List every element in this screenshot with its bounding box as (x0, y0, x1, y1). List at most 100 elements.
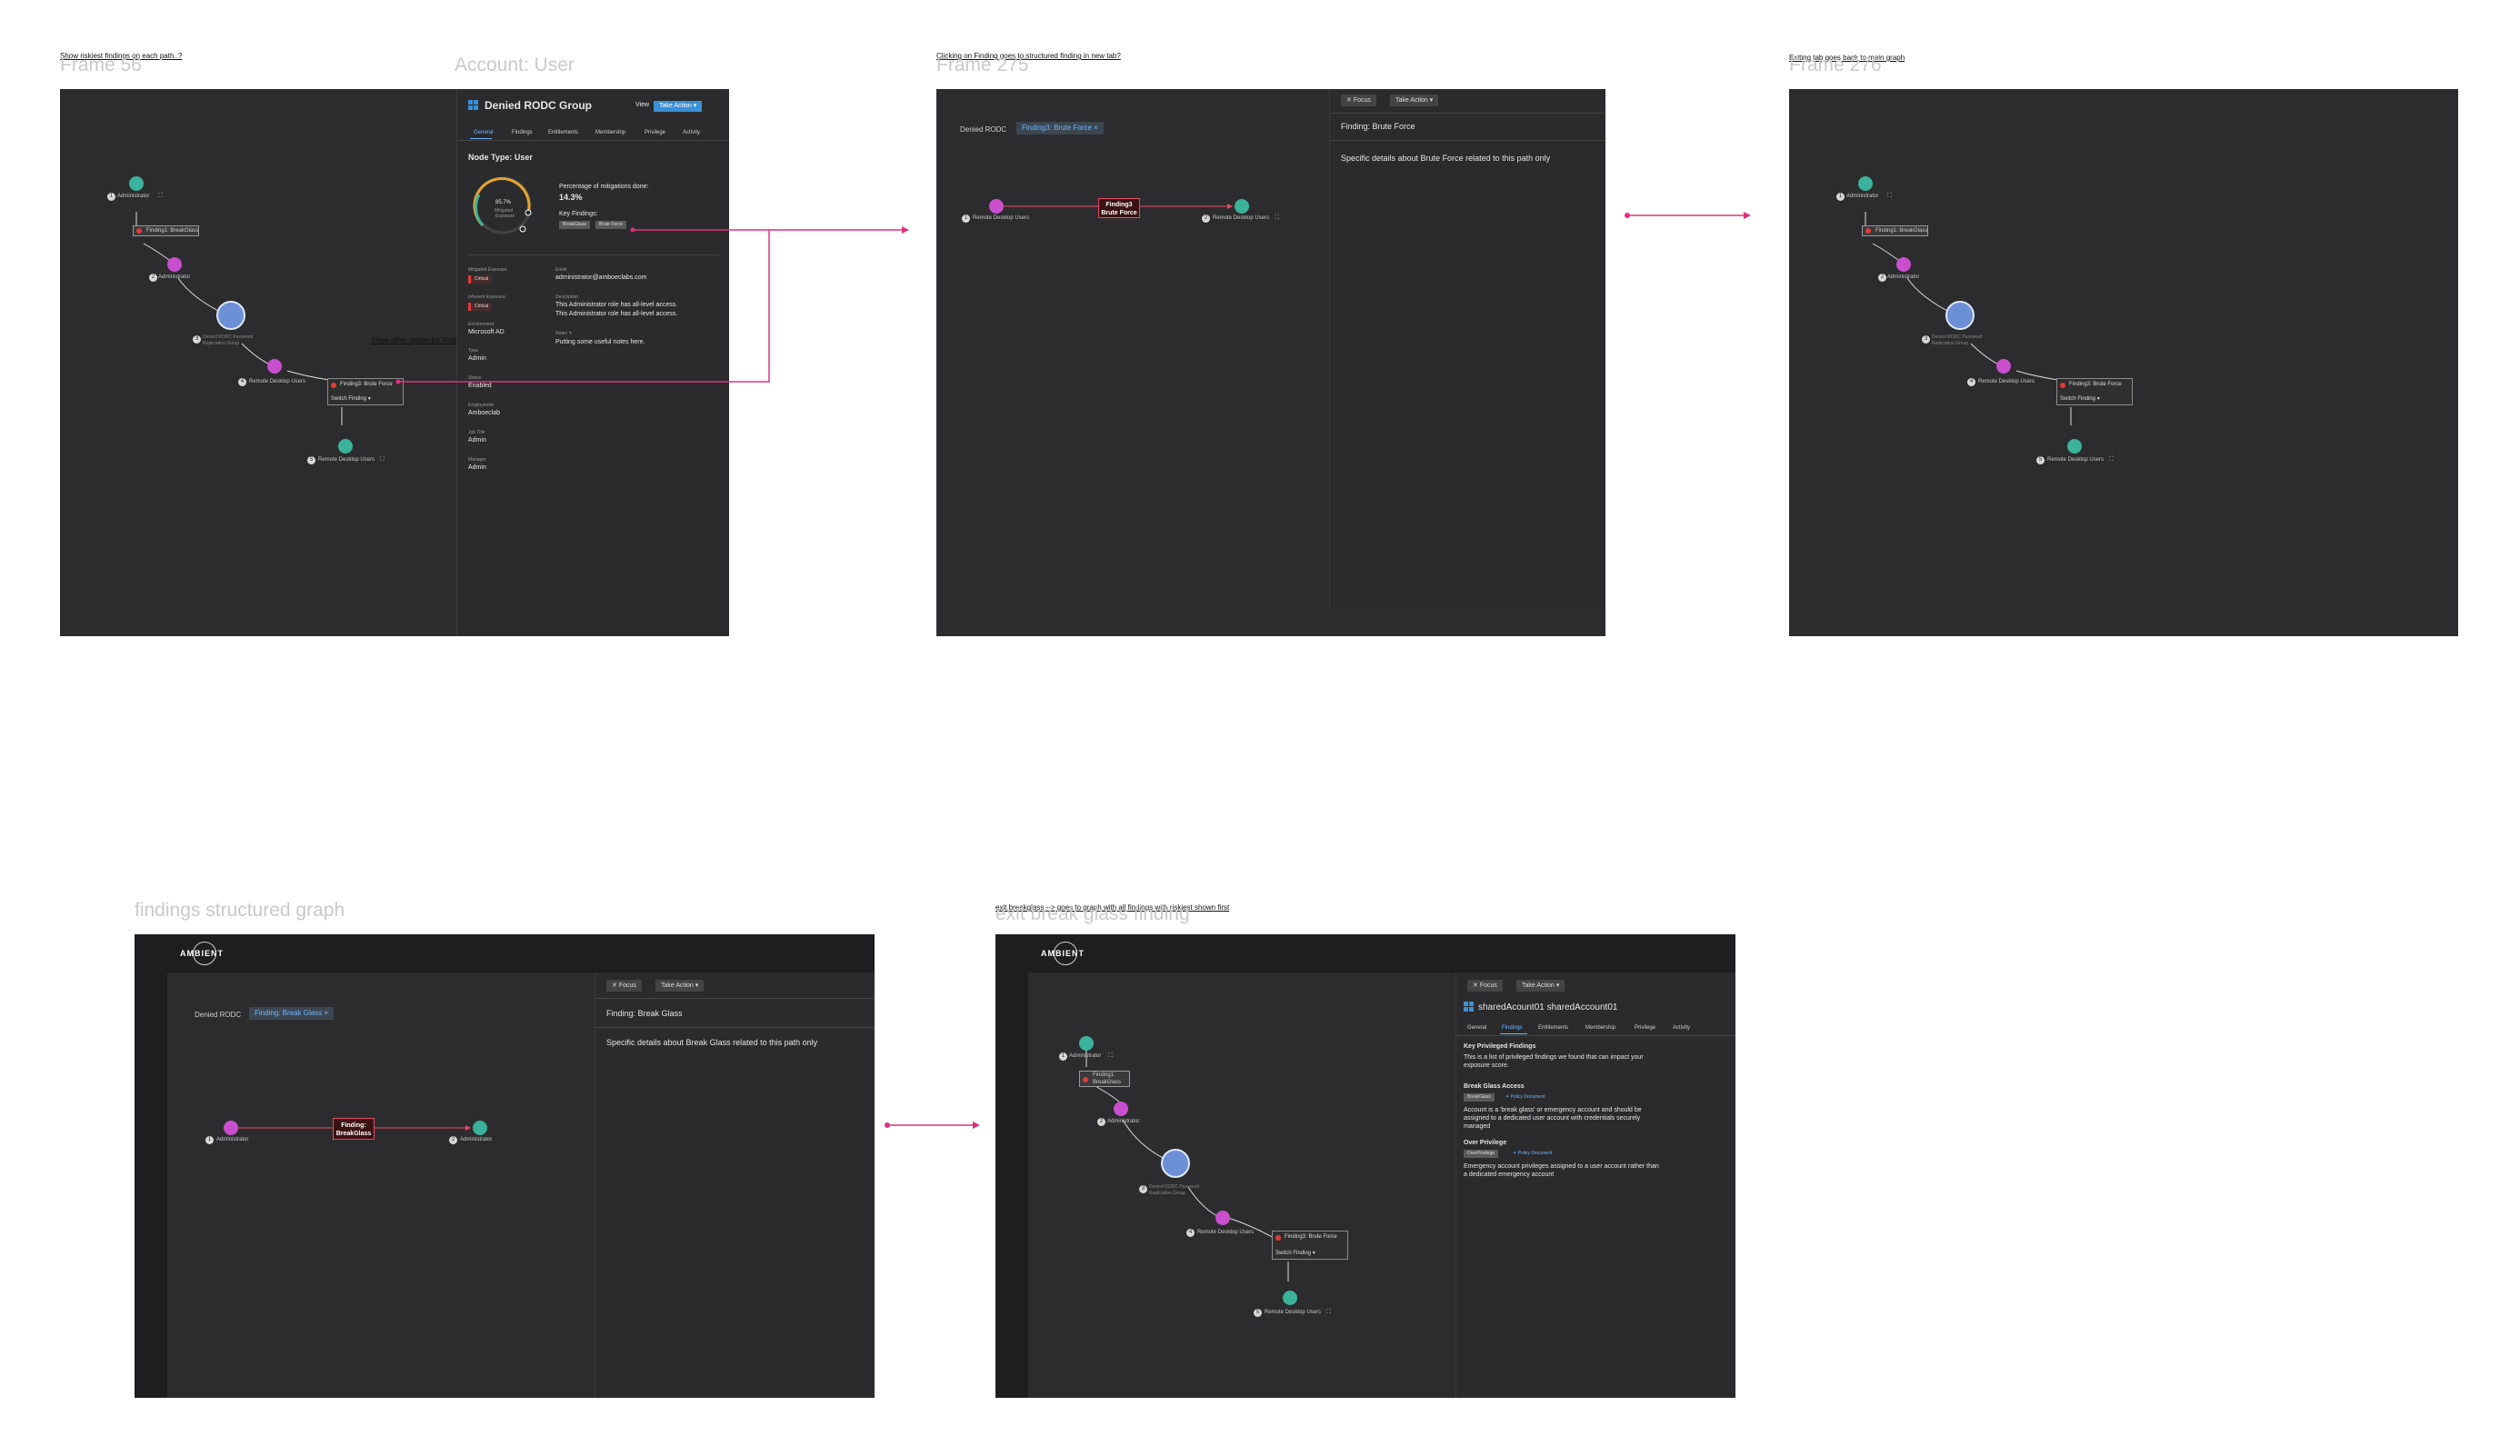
rdu-node-icon[interactable] (1283, 1291, 1297, 1305)
user-node-icon[interactable] (216, 301, 245, 330)
view-button[interactable]: View (635, 102, 650, 108)
group-node-icon[interactable] (1215, 1211, 1230, 1225)
bga-desc-1: Account is a 'break glass' or emergency … (1464, 1107, 1642, 1113)
tab-membership[interactable]: Membership (595, 130, 626, 135)
user-node-icon[interactable] (1945, 301, 1975, 330)
rdu-node-icon[interactable] (338, 439, 353, 454)
alert-dot-icon (1275, 1235, 1281, 1241)
take-action-button[interactable]: Take Action ▾ (1516, 980, 1565, 992)
switch-finding-box[interactable]: Finding3: Brute Force Switch Finding ▾ (327, 378, 404, 405)
graph-edges (1004, 204, 1233, 209)
focus-button[interactable]: ✕ Focus (1467, 980, 1503, 992)
group-node-icon[interactable] (167, 257, 182, 272)
node-label-rdu-2: Remote Desktop Users (1213, 215, 1270, 221)
op-heading: Over Privilege (1464, 1140, 1507, 1146)
switch-finding-button[interactable]: Switch Finding (1275, 1251, 1312, 1256)
alert-dot-icon (331, 383, 336, 388)
take-action-button[interactable]: Take Action ▾ (654, 101, 703, 112)
admin-node-icon[interactable] (1079, 1036, 1094, 1051)
tab-entitlements[interactable]: Entitlements (1538, 1025, 1569, 1031)
bga-desc-2: assigned to a dedicated user account wit… (1464, 1115, 1641, 1122)
key-finding-chip-bruteforce[interactable]: Brute Force (595, 221, 627, 229)
expand-icon[interactable]: ⛶ (2109, 455, 2114, 463)
switch-finding-box[interactable]: Finding3: Brute Force Switch Finding ▾ (1272, 1231, 1348, 1260)
tab-general[interactable]: General (474, 130, 494, 135)
frame-label-275: Frame 275 (936, 55, 1029, 75)
close-icon[interactable]: × (324, 1009, 329, 1017)
expand-icon[interactable]: ⛶ (380, 455, 385, 463)
expand-icon[interactable]: ⛶ (1108, 1052, 1113, 1059)
expand-icon[interactable]: ⛶ (158, 192, 163, 199)
inherent-exposure-label: Inherent Exposure (468, 294, 505, 300)
finding-pill-breakglass[interactable]: Finding1: BreakGlass (133, 225, 200, 236)
focus-button[interactable]: ✕ Focus (1341, 95, 1376, 106)
breadcrumb[interactable]: Denied RODC (195, 1011, 242, 1019)
policy-document-link-2[interactable]: ⚭ Policy Document (1513, 1151, 1553, 1156)
manager-label: Manager (468, 457, 486, 463)
breadcrumb-tab[interactable]: Finding: Break Glass × (249, 1007, 335, 1020)
tab-privilege[interactable]: Privilege (645, 130, 666, 135)
expand-icon[interactable]: ⛶ (1275, 214, 1279, 221)
group-node-icon[interactable] (1114, 1102, 1128, 1116)
expand-icon[interactable]: ⛶ (1887, 192, 1892, 199)
take-action-button[interactable]: Take Action ▾ (1390, 95, 1439, 106)
annotation-exiting-tab: Exiting tab goes back to main graph (1789, 54, 1905, 62)
node-number: 4 (1967, 378, 1975, 386)
policy-document-link[interactable]: ⚭ Policy Document (1505, 1094, 1545, 1100)
finding-pill-label: Finding1: BreakGlass (146, 228, 199, 234)
focus-button[interactable]: ✕ Focus (606, 980, 642, 992)
op-chip[interactable]: OverPrivilege (1464, 1150, 1499, 1158)
finding-pill-breakglass[interactable]: Finding1: BreakGlass (1862, 225, 1929, 236)
key-finding-chip-breakglass[interactable]: BreakGlass (559, 221, 590, 229)
finding-pill-breakglass[interactable]: Finding1: BreakGlass (1079, 1071, 1130, 1087)
group-node-icon[interactable] (1896, 257, 1911, 272)
tab-entitlements[interactable]: Entitlements (548, 130, 579, 135)
node-label-administrator: Administrator (117, 194, 150, 199)
microsoft-icon (468, 100, 479, 111)
user-node-icon[interactable] (1161, 1149, 1190, 1178)
node-number: 2 (1878, 274, 1886, 282)
group-node-icon[interactable] (224, 1121, 238, 1135)
notes-value: Putting some useful notes here. (555, 339, 645, 345)
group-node-icon[interactable] (989, 199, 1004, 214)
email-label: Email (555, 267, 567, 273)
tab-privilege[interactable]: Privilege (1635, 1025, 1656, 1031)
finding-title: Finding: Break Glass (606, 1009, 683, 1018)
rdu-node-icon[interactable] (1235, 199, 1249, 214)
bga-chip[interactable]: BreakGlass (1464, 1093, 1495, 1102)
switch-finding-box[interactable]: Finding3: Brute Force Switch Finding ▾ (2056, 378, 2133, 405)
annotation-clicking-finding: Clicking on Finding goes to structured f… (936, 52, 1121, 60)
group-node-icon[interactable] (267, 359, 282, 374)
finding-pill-label: Finding1: BreakGlass (1093, 1072, 1122, 1085)
take-action-button[interactable]: Take Action ▾ (655, 980, 705, 992)
tab-general[interactable]: General (1467, 1025, 1487, 1031)
switch-finding-button[interactable]: Switch Finding (331, 396, 367, 402)
close-icon[interactable]: × (1094, 124, 1098, 132)
divider (595, 1027, 875, 1028)
node-number: 3 (1139, 1185, 1147, 1193)
edit-pencil-icon[interactable]: ✎ (568, 331, 573, 336)
expand-icon[interactable]: ⛶ (1326, 1308, 1331, 1315)
admin-node-icon[interactable] (129, 176, 144, 191)
tab-membership[interactable]: Membership (1585, 1025, 1616, 1031)
annotation-riskiest: Show riskiest findings on each path..? (60, 52, 183, 60)
admin-node-icon[interactable] (473, 1121, 487, 1135)
switch-finding-button[interactable]: Switch Finding (2060, 396, 2096, 402)
content-area: Denied RODC Finding: Break Glass × 1 Adm… (167, 972, 875, 1398)
rdu-node-icon[interactable] (2067, 439, 2082, 454)
divider (1330, 113, 1605, 114)
tab-findings[interactable]: Findings (512, 130, 533, 135)
admin-node-icon[interactable] (1858, 176, 1873, 191)
group-node-icon[interactable] (1996, 359, 2011, 374)
manager-value: Admin (468, 464, 486, 471)
finding-pill-label: Finding1: BreakGlass (1875, 228, 1928, 234)
link-icon: ⚭ (1513, 1151, 1517, 1156)
tab-activity[interactable]: Activity (683, 130, 701, 135)
breadcrumb[interactable]: Denied RODC (960, 125, 1007, 134)
tab-activity[interactable]: Activity (1673, 1025, 1691, 1031)
finding-breakglass-node[interactable]: Finding:BreakGlass (333, 1118, 375, 1140)
breadcrumb-tab[interactable]: Finding3: Brute Force × (1016, 122, 1104, 135)
tab-findings[interactable]: Findings (1502, 1025, 1523, 1031)
active-tab-indicator (470, 138, 492, 139)
